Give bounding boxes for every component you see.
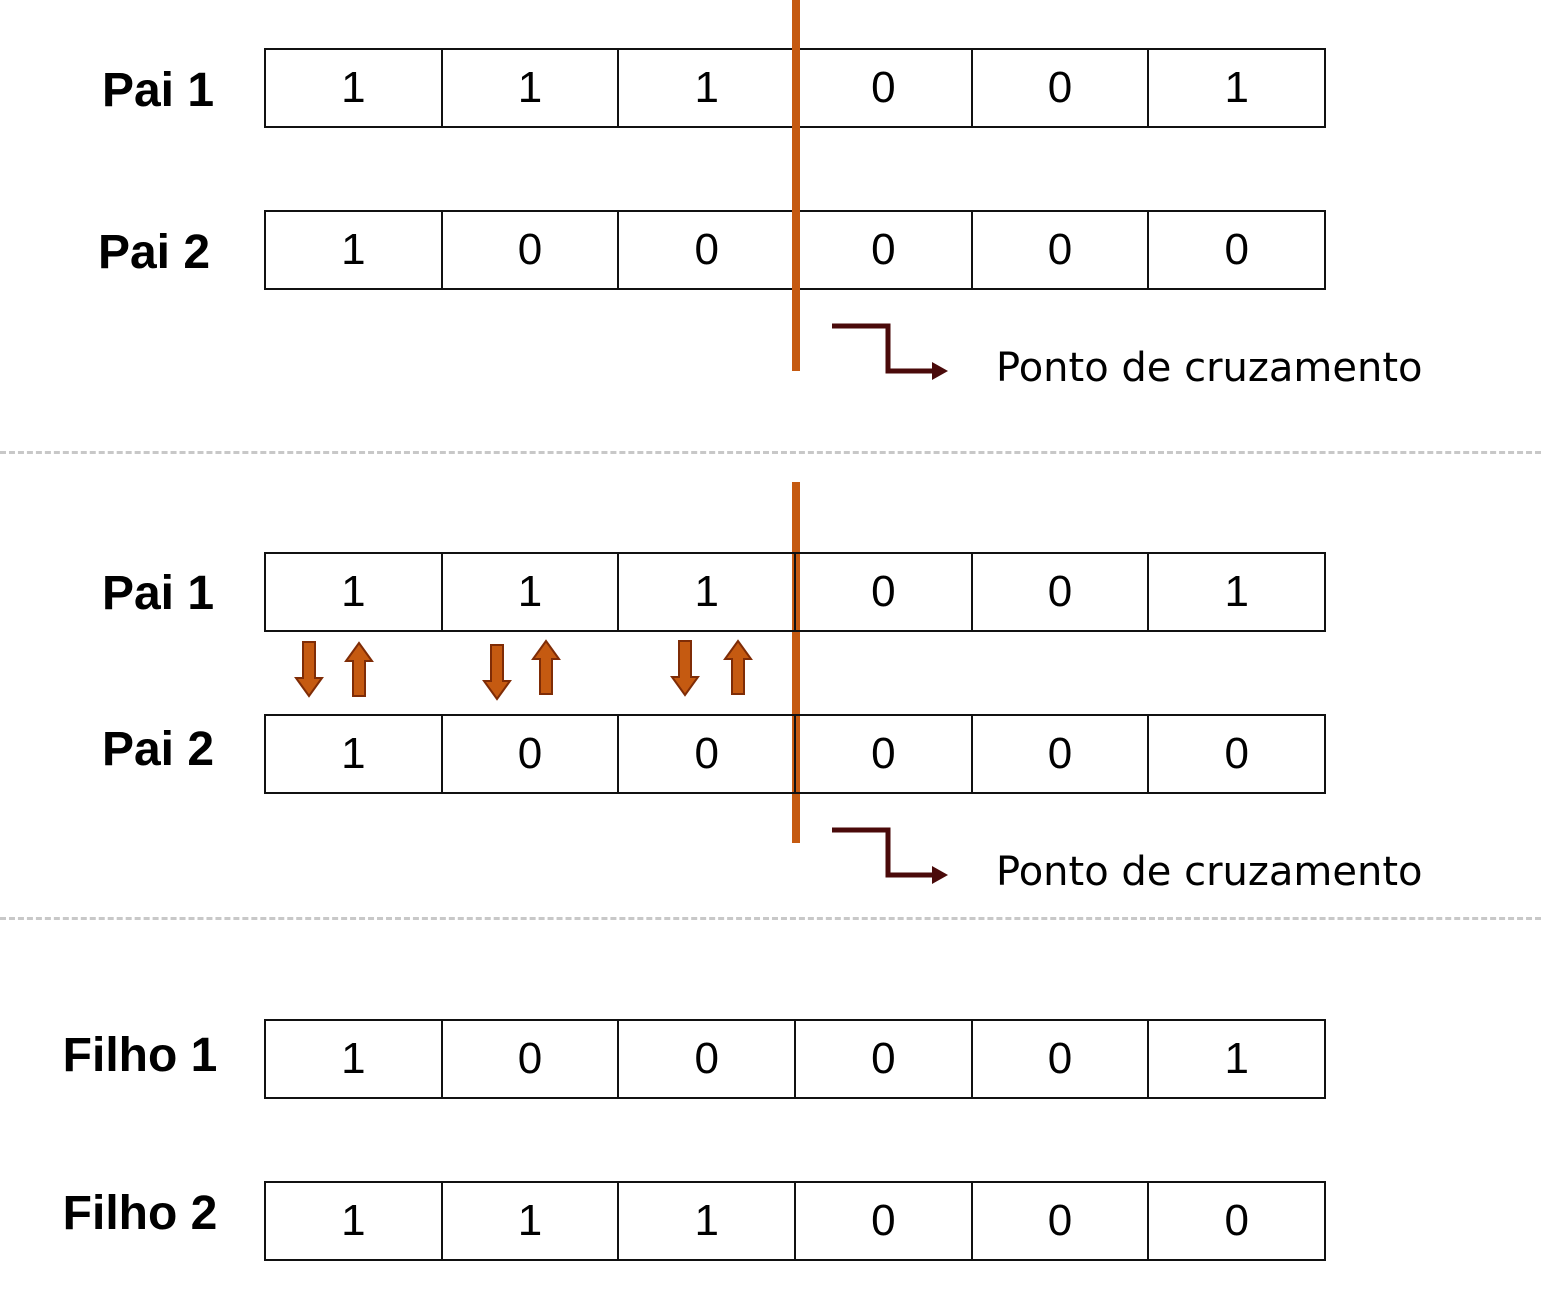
section3-filho2-label: Filho 2 — [62, 1187, 218, 1240]
gene-cell: 1 — [619, 554, 797, 630]
gene-cell: 0 — [796, 50, 973, 126]
section1-crossover-callout-arrow-icon — [832, 323, 948, 380]
gene-cell: 0 — [973, 716, 1150, 792]
gene-cell: 0 — [1224, 729, 1249, 778]
gene-cell: 1 — [443, 1183, 620, 1259]
gene-cell: 0 — [973, 50, 1150, 126]
gene-cell: 0 — [796, 716, 973, 792]
gene-cell: 1 — [1224, 567, 1249, 616]
gene-cell: 1 — [266, 212, 443, 288]
swap-up-arrow-icon-3 — [723, 639, 753, 695]
gene-cell: 0 — [796, 1183, 973, 1259]
gene-cell: 0 — [619, 212, 797, 288]
gene-cell: 0 — [796, 1021, 973, 1097]
gene-cell: 1 — [266, 1183, 443, 1259]
gene-cell: 0 — [443, 716, 620, 792]
section2-crossover-point-label: Ponto de cruzamento — [996, 849, 1423, 895]
gene-cell: 1 — [266, 50, 443, 126]
gene-cell: 0 — [973, 554, 1150, 630]
swap-up-arrow-icon-2 — [531, 639, 561, 695]
swap-up-arrow-icon-1 — [344, 641, 374, 697]
section2-pai2-label: Pai 2 — [101, 723, 215, 776]
section1-pai1-label: Pai 1 — [101, 64, 215, 117]
gene-cell: 1 — [443, 554, 620, 630]
gene-cell: 1 — [443, 50, 620, 126]
section2-crossover-point-line — [792, 482, 800, 843]
section3-filho1-label: Filho 1 — [62, 1029, 218, 1082]
section-divider-1 — [0, 451, 1541, 454]
gene-cell: 0 — [973, 212, 1150, 288]
section2-pai1-label: Pai 1 — [101, 567, 215, 620]
gene-cell: 1 — [619, 50, 797, 126]
swap-down-arrow-icon-1 — [294, 641, 324, 698]
gene-cell: 0 — [443, 212, 620, 288]
section-divider-2 — [0, 917, 1541, 920]
gene-cell: 1 — [266, 716, 443, 792]
gene-cell: 0 — [619, 716, 797, 792]
gene-cell: 0 — [619, 1021, 797, 1097]
section1-crossover-point-label: Ponto de cruzamento — [996, 345, 1423, 391]
gene-cell: 0 — [796, 212, 973, 288]
gene-cell: 1 — [266, 554, 443, 630]
gene-cell: 0 — [1224, 225, 1249, 274]
gene-cell: 0 — [443, 1021, 620, 1097]
gene-cell: 0 — [1224, 1196, 1249, 1245]
section1-pai2-label: Pai 2 — [97, 226, 211, 279]
gene-cell: 0 — [973, 1021, 1150, 1097]
swap-down-arrow-icon-3 — [670, 640, 700, 697]
section1-crossover-point-line — [792, 0, 800, 371]
gene-cell: 1 — [1224, 1034, 1249, 1083]
gene-cell: 0 — [796, 554, 973, 630]
gene-cell: 1 — [619, 1183, 797, 1259]
swap-down-arrow-icon-2 — [482, 644, 512, 701]
gene-cell: 1 — [1224, 63, 1249, 112]
section2-crossover-callout-arrow-icon — [832, 827, 948, 884]
gene-cell: 1 — [266, 1021, 443, 1097]
gene-cell: 0 — [973, 1183, 1150, 1259]
